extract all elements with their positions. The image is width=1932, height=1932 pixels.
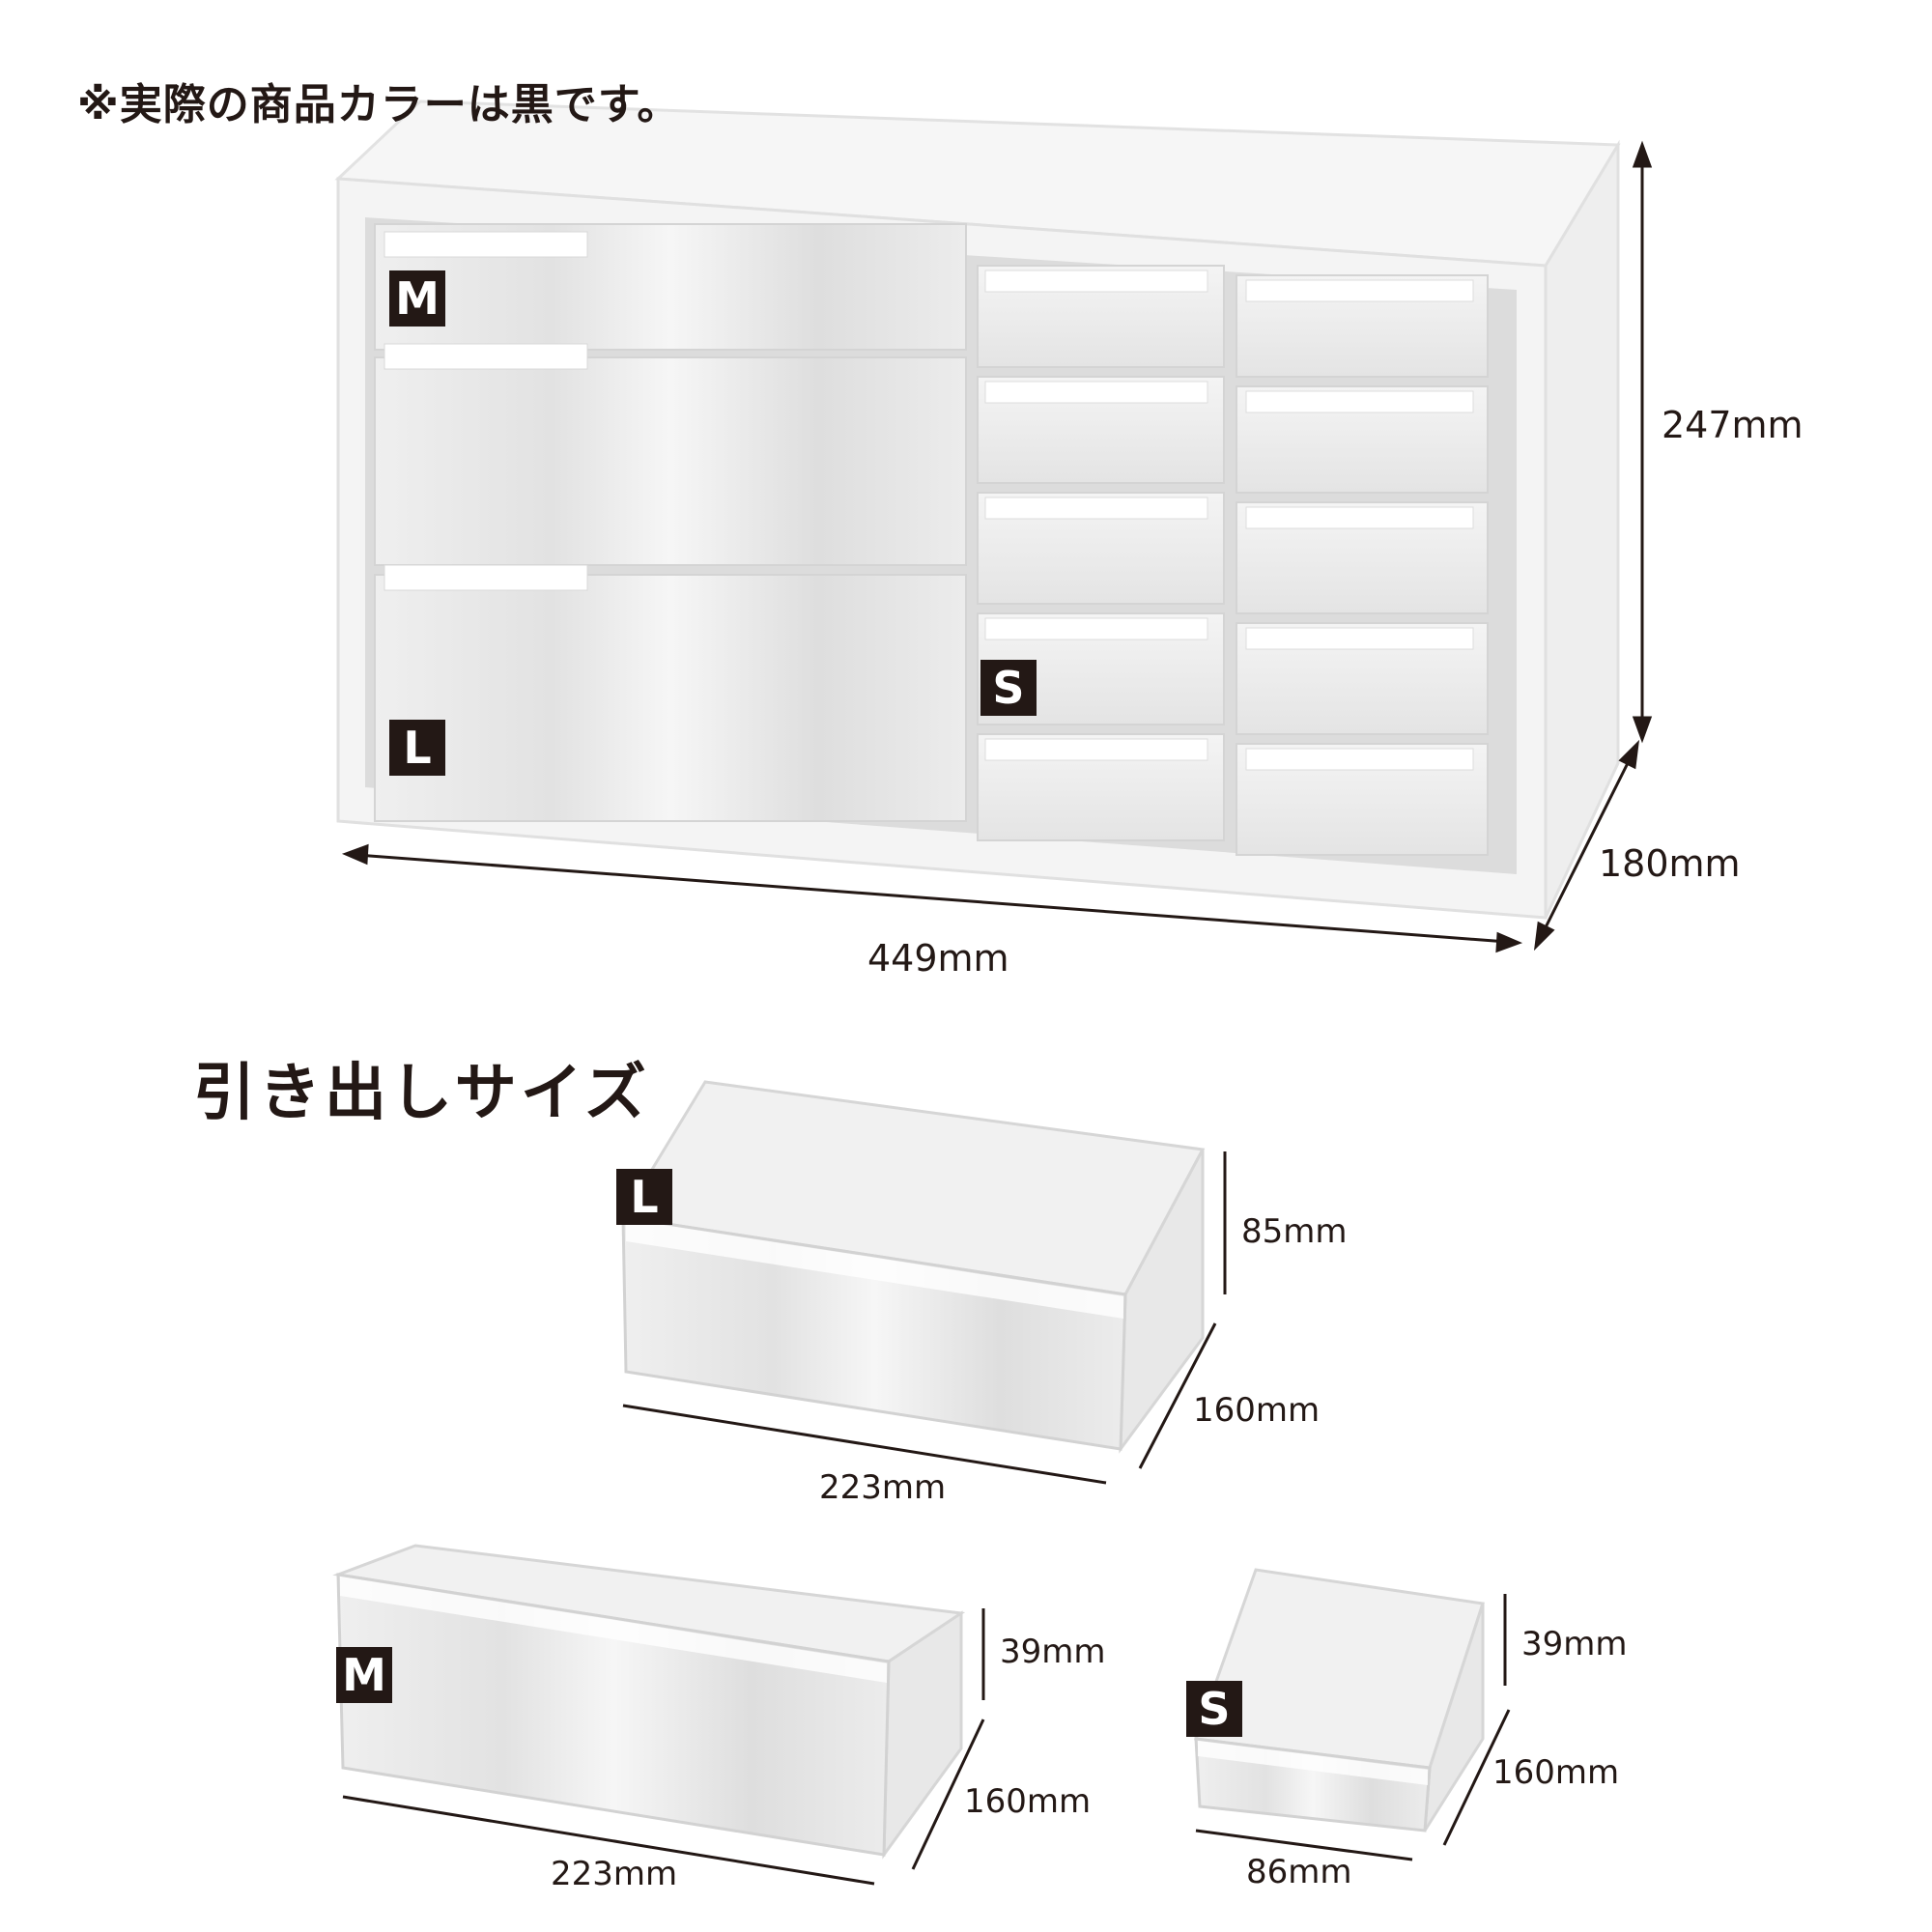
drawer-m-dimension-lines [342,1608,985,1886]
color-note: ※実際の商品カラーは黒です。 [77,80,681,129]
cabinet-depth-label: 180mm [1599,842,1741,885]
drawer-m [332,1544,966,1860]
drawer-s [1193,1568,1485,1833]
cabinet-badge-l: L [389,720,445,776]
cabinet-drawer-m [374,223,967,351]
drawer-m-width-label: 223mm [551,1855,678,1893]
drawer-l-height-label: 85mm [1241,1212,1348,1251]
cabinet-drawer-m2 [374,343,967,566]
drawer-l-badge: L [616,1169,672,1225]
drawer-l-dimension-lines [622,1151,1227,1485]
drawer-m-height-label: 39mm [1000,1633,1106,1671]
cabinet-height-label: 247mm [1662,404,1804,446]
drawer-s-badge: S [1186,1681,1242,1737]
drawer-s-depth-label: 160mm [1492,1753,1620,1792]
drawer-l [620,1080,1206,1454]
cabinet-width-label: 449mm [867,937,1009,980]
cabinet-drawer-l [374,564,967,822]
drawer-l-depth-label: 160mm [1193,1391,1321,1430]
drawer-s-height-label: 39mm [1521,1625,1628,1663]
drawer-s-dimension-lines [1195,1594,1511,1861]
cabinet-badge-s: S [980,660,1037,716]
cabinet [334,99,1621,920]
cabinet-badge-m: M [389,270,445,327]
cabinet-dimension-lines [341,140,1653,953]
drawer-m-badge: M [336,1647,392,1703]
drawer-l-width-label: 223mm [819,1468,947,1507]
drawer-size-title: 引き出しサイズ [193,1058,650,1129]
drawer-m-depth-label: 160mm [964,1782,1092,1821]
cabinet-small-drawers [977,265,1489,856]
drawer-s-width-label: 86mm [1246,1853,1352,1891]
